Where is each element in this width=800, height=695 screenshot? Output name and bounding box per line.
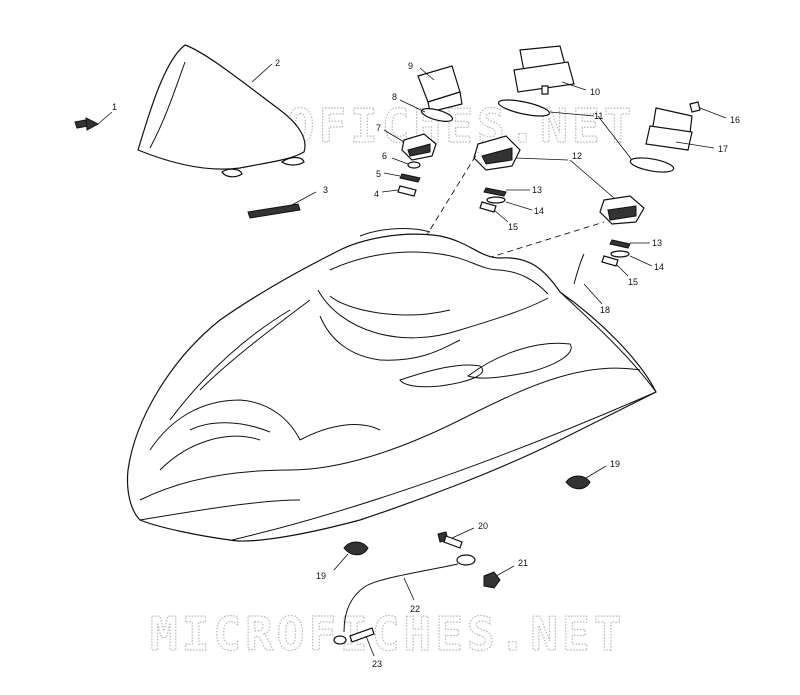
part-19-clip-right [565, 465, 607, 490]
callout-7: 7 [376, 123, 381, 133]
callout-22: 22 [410, 604, 420, 614]
assembly-line-2 [487, 221, 605, 259]
part-3-strip [247, 191, 317, 219]
callout-3: 3 [323, 185, 328, 195]
callout-23: 23 [372, 659, 382, 669]
callout-14-lower: 14 [654, 262, 664, 272]
callout-16: 16 [730, 115, 740, 125]
watermark-bottom: MICROFICHES.NET [150, 607, 625, 661]
part-18-cable [573, 253, 603, 305]
callout-19-left: 19 [316, 571, 326, 581]
callout-15-lower: 15 [628, 277, 638, 287]
assembly-line-1 [419, 151, 479, 247]
callout-18: 18 [600, 305, 610, 315]
part-14-washer-upper [486, 196, 533, 211]
callout-5: 5 [376, 169, 381, 179]
callout-19-right: 19 [610, 459, 620, 469]
part-1-screw [74, 111, 113, 131]
part-16-nut [689, 101, 727, 119]
callout-8: 8 [392, 92, 397, 102]
part-20-bolt [437, 527, 475, 549]
callout-4: 4 [374, 189, 379, 199]
part-2-windshield [137, 44, 306, 178]
callout-1: 1 [112, 102, 117, 112]
part-17-gauge-housing [645, 107, 715, 151]
callout-10: 10 [590, 87, 600, 97]
callout-20: 20 [478, 521, 488, 531]
part-14-washer-lower [610, 250, 653, 267]
part-13-spring-upper [483, 187, 530, 197]
part-15-pin-upper [479, 201, 509, 223]
part-8-gauge-ring [399, 99, 454, 122]
callout-12: 12 [572, 151, 582, 161]
part-23-pin [349, 627, 375, 657]
callout-21: 21 [518, 558, 528, 568]
callout-17: 17 [718, 144, 728, 154]
part-12-gauge-bracket [473, 135, 645, 225]
part-13-spring-lower [609, 239, 650, 249]
part-11-gauge-ring [497, 99, 675, 173]
part-9-gauge-cover [417, 65, 463, 113]
part-15-pin-lower [601, 255, 629, 277]
callout-13-upper: 13 [532, 185, 542, 195]
part-6-washer [391, 157, 421, 169]
part-21-nut [483, 565, 515, 589]
callout-13-lower: 13 [652, 238, 662, 248]
callout-9: 9 [408, 61, 413, 71]
hood-body [126, 228, 657, 542]
part-5-spring [383, 172, 421, 183]
callout-11: 11 [594, 111, 603, 121]
part-22-tether-cable [333, 554, 476, 645]
part-10-gauge-housing [513, 45, 587, 95]
callout-15-upper: 15 [508, 222, 518, 232]
callout-14-upper: 14 [534, 206, 544, 216]
callout-6: 6 [382, 151, 387, 161]
part-7-gauge-bracket [383, 129, 437, 161]
callout-2: 2 [275, 58, 280, 68]
part-19-clip-left [333, 541, 369, 571]
part-4-pin [381, 185, 417, 197]
